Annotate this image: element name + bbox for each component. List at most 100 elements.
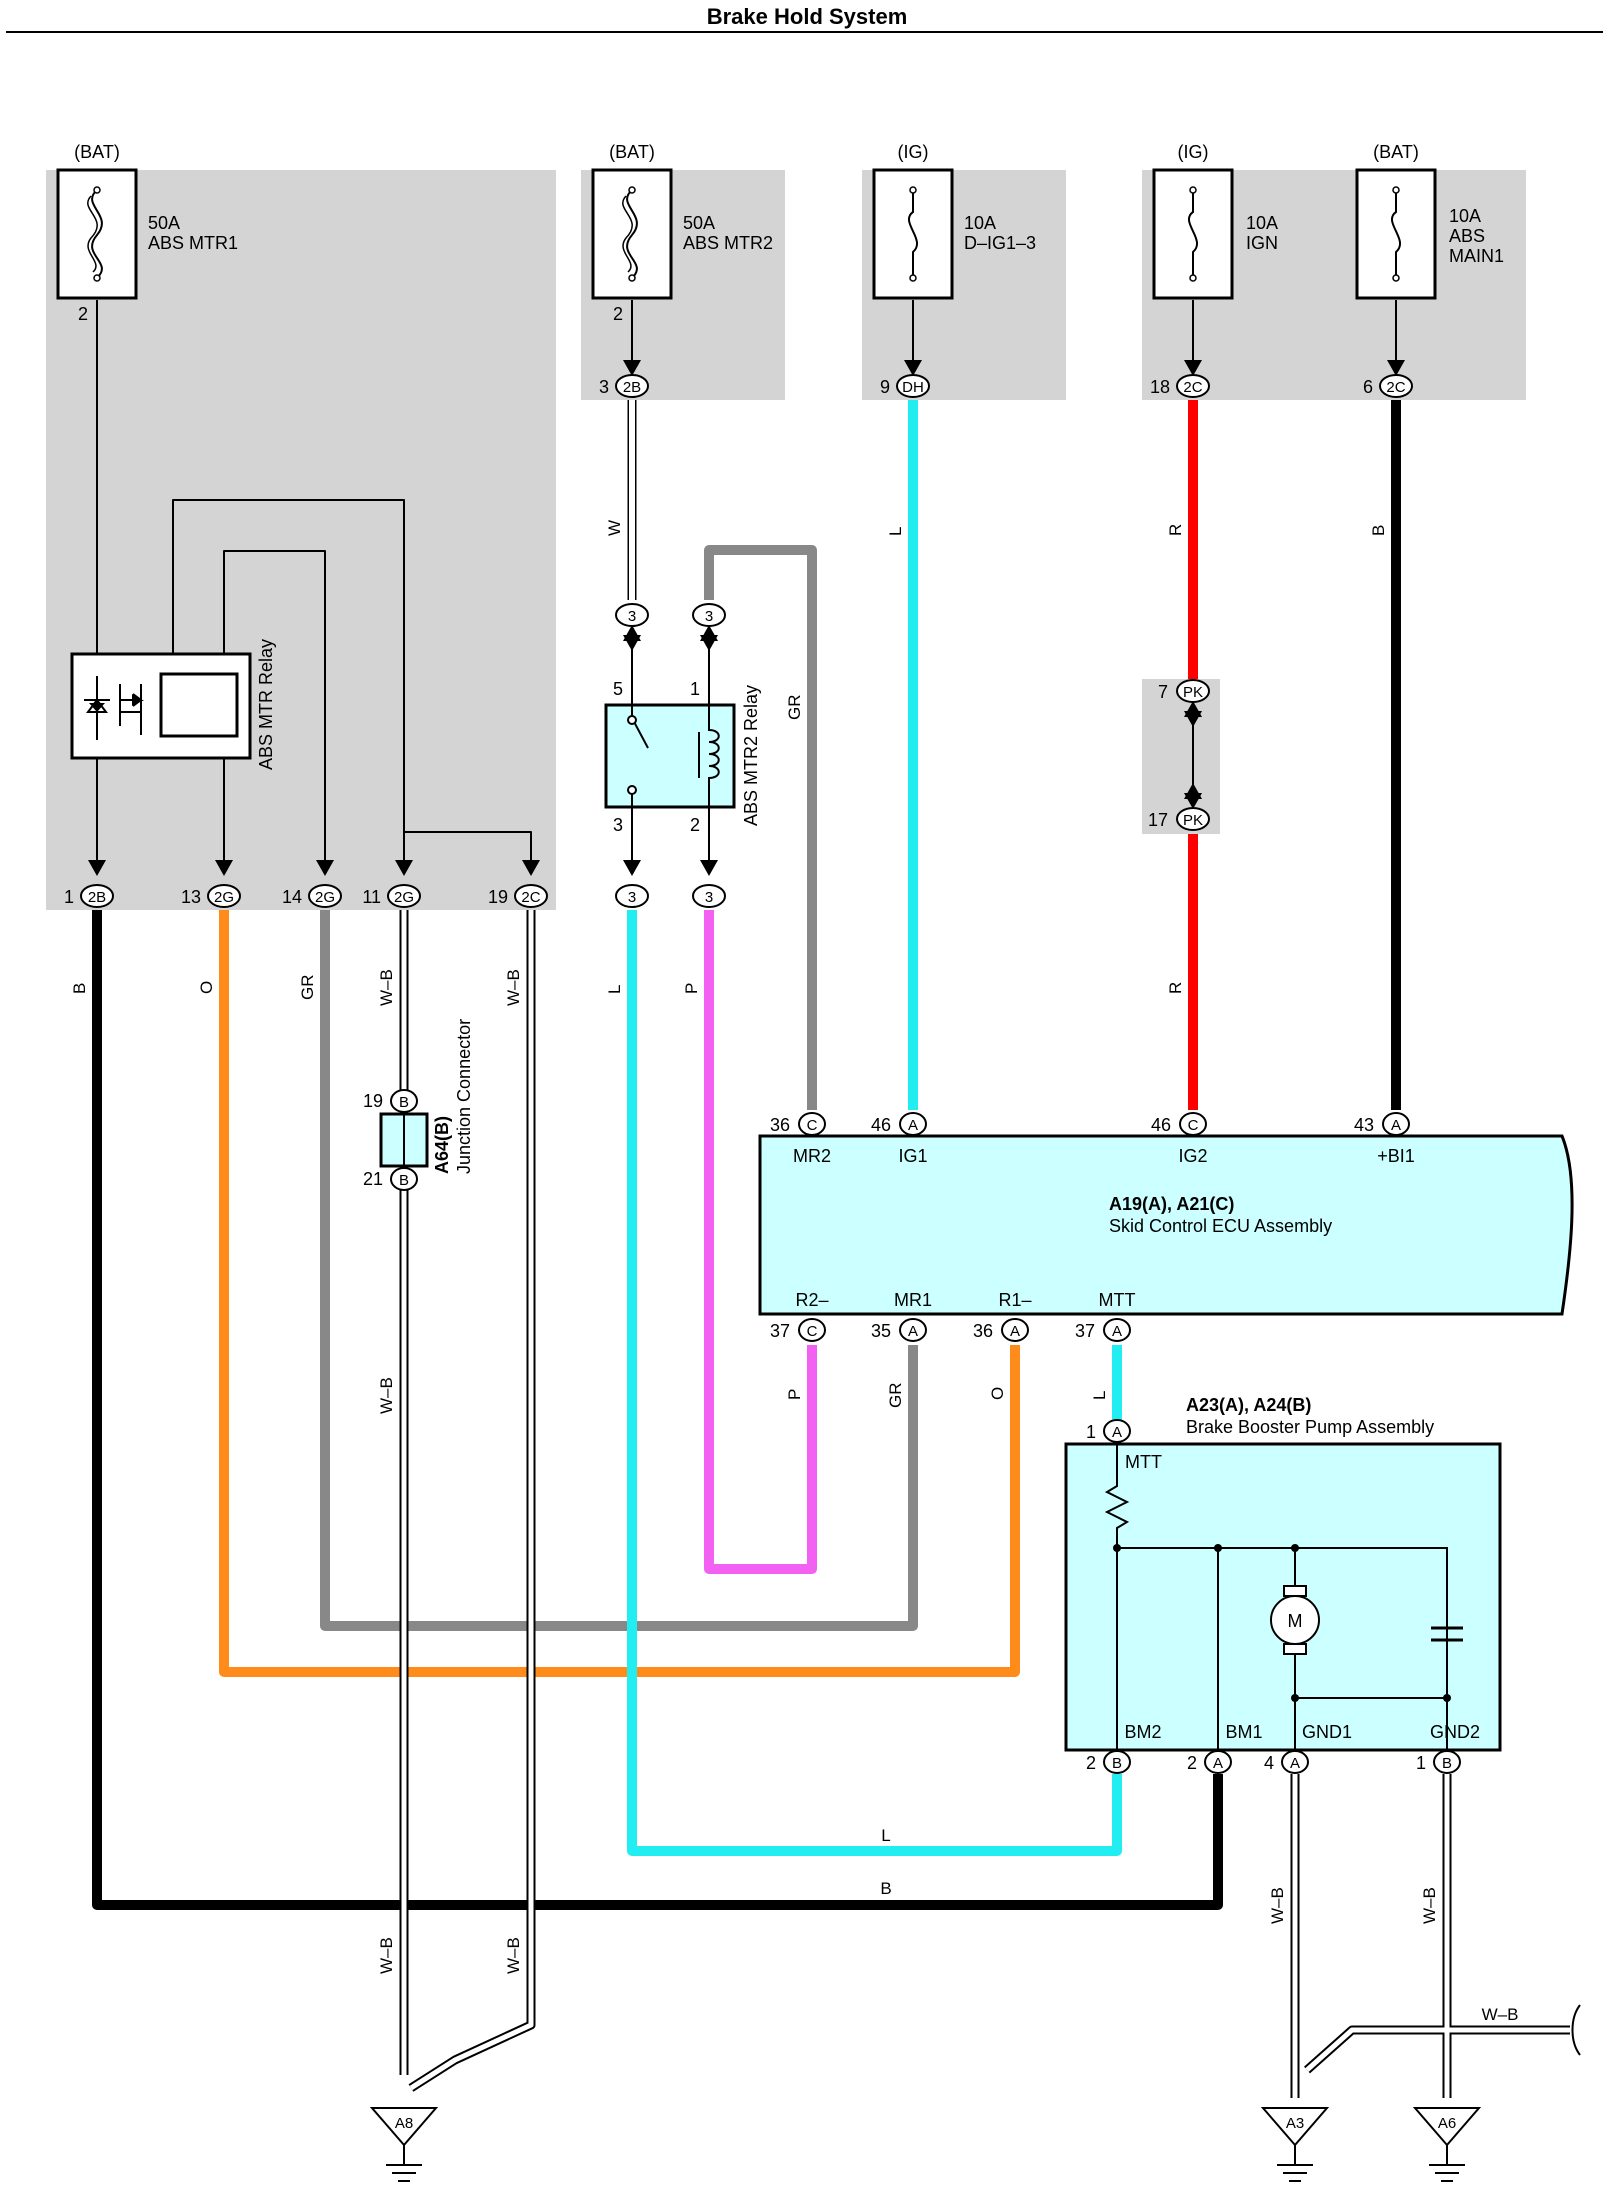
svg-text:A3: A3 — [1286, 2115, 1304, 2132]
svg-text:2G: 2G — [214, 889, 234, 906]
abs-mtr-relay-label: ABS MTR Relay — [256, 639, 276, 770]
connector-relay-top-3b: 3 — [692, 603, 726, 627]
svg-text:2: 2 — [1187, 1753, 1197, 1773]
svg-text:7: 7 — [1158, 682, 1168, 702]
svg-text:1: 1 — [1086, 1422, 1096, 1442]
fuse-link-icon — [1390, 190, 1402, 278]
fuse-d-ig1-3: 10A D–IG1–3 — [872, 168, 1036, 300]
fuse-link-icon — [907, 190, 919, 278]
supply-label: (BAT) — [74, 142, 120, 162]
svg-text:B: B — [1442, 1755, 1452, 1772]
svg-text:19: 19 — [488, 887, 508, 907]
ecu-pin-mtt: A37 — [1075, 1318, 1131, 1342]
connector-3-b: 3 — [692, 884, 726, 908]
page-title: Brake Hold System — [707, 4, 908, 29]
ecu-name: Skid Control ECU Assembly — [1109, 1216, 1332, 1236]
pump-name: Brake Booster Pump Assembly — [1186, 1417, 1434, 1437]
svg-text:3: 3 — [613, 815, 623, 835]
ecu-pin-ig1: A46 — [871, 1112, 927, 1136]
skid-control-ecu: A19(A), A21(C) Skid Control ECU Assembly… — [758, 1134, 1574, 1316]
svg-text:A: A — [1290, 1755, 1300, 1772]
pump-id: A23(A), A24(B) — [1186, 1395, 1311, 1415]
svg-text:2C: 2C — [1386, 379, 1405, 396]
fuse-link-icon — [626, 189, 638, 279]
svg-text:A: A — [908, 1117, 918, 1134]
svg-text:2B: 2B — [88, 889, 106, 906]
supply-label: (BAT) — [609, 142, 655, 162]
svg-text:GR: GR — [886, 1383, 905, 1409]
svg-text:A: A — [1010, 1323, 1020, 1340]
svg-text:R1–: R1– — [998, 1290, 1031, 1310]
svg-text:B: B — [880, 1879, 891, 1898]
svg-text:35: 35 — [871, 1321, 891, 1341]
svg-text:IG1: IG1 — [898, 1146, 927, 1166]
pump-pin-bm2: B2 — [1086, 1750, 1131, 1774]
svg-text:13: 13 — [181, 887, 201, 907]
svg-text:R2–: R2– — [795, 1290, 828, 1310]
svg-text:36: 36 — [973, 1321, 993, 1341]
junction-connector: B 19 B 21 A64(B) Junction Connector — [363, 1019, 474, 1191]
svg-text:9: 9 — [880, 377, 890, 397]
svg-text:L: L — [881, 1826, 890, 1845]
svg-text:A: A — [1391, 1117, 1401, 1134]
svg-text:MTT: MTT — [1125, 1452, 1162, 1472]
ground-points: A8 A3 A6 — [369, 2107, 1482, 2182]
svg-text:19: 19 — [363, 1091, 383, 1111]
svg-text:21: 21 — [363, 1169, 383, 1189]
svg-text:ABS MTR1: ABS MTR1 — [148, 233, 238, 253]
fuse-abs-mtr2: 50A ABS MTR2 2 — [591, 168, 773, 324]
connector-2g-13: 2G 13 — [181, 884, 241, 908]
connector-3-a: 3 — [615, 884, 649, 908]
wire-break-symbol — [1571, 2004, 1581, 2056]
ground-a3-icon: A3 — [1260, 2107, 1330, 2182]
pump-pin-bm1: A2 — [1187, 1750, 1232, 1774]
svg-text:W–B: W–B — [377, 1937, 396, 1974]
svg-text:C: C — [807, 1117, 818, 1134]
svg-text:GR: GR — [298, 975, 317, 1001]
svg-text:18: 18 — [1150, 377, 1170, 397]
svg-text:A: A — [1112, 1323, 1122, 1340]
svg-text:C: C — [807, 1323, 818, 1340]
capacitor-icon — [1431, 1626, 1463, 1642]
svg-text:P: P — [682, 983, 701, 994]
fuse-ign: 10A IGN — [1152, 168, 1278, 300]
abs-mtr2-relay-label: ABS MTR2 Relay — [741, 685, 761, 826]
svg-text:1: 1 — [64, 887, 74, 907]
svg-text:W–B: W–B — [504, 1937, 523, 1974]
pump-pin-mtt: A1 — [1086, 1419, 1131, 1443]
svg-text:2: 2 — [1086, 1753, 1096, 1773]
svg-text:A6: A6 — [1438, 2115, 1456, 2132]
svg-text:2B: 2B — [623, 379, 641, 396]
svg-text:L: L — [605, 985, 624, 994]
svg-text:MR2: MR2 — [793, 1146, 831, 1166]
pump-pin-gnd1: A4 — [1264, 1750, 1309, 1774]
svg-text:L: L — [886, 527, 905, 536]
svg-text:2: 2 — [690, 815, 700, 835]
svg-text:R: R — [1166, 982, 1185, 994]
svg-text:A: A — [908, 1323, 918, 1340]
svg-text:BM2: BM2 — [1124, 1722, 1161, 1742]
connector-2c-6: 2C 6 — [1363, 374, 1413, 398]
svg-text:10A: 10A — [964, 213, 996, 233]
svg-text:PK: PK — [1183, 812, 1203, 829]
connector-pk-7: PK7 — [1158, 679, 1210, 703]
svg-text:GND1: GND1 — [1302, 1722, 1352, 1742]
svg-text:4: 4 — [1264, 1753, 1274, 1773]
ecu-pin-mr1: A 35 — [871, 1318, 927, 1342]
svg-text:DH: DH — [902, 379, 924, 396]
svg-text:BM1: BM1 — [1225, 1722, 1262, 1742]
svg-text:6: 6 — [1363, 377, 1373, 397]
motor-icon: M — [1270, 1585, 1320, 1655]
svg-text:43: 43 — [1354, 1115, 1374, 1135]
connector-dh: DH 9 — [880, 374, 930, 398]
svg-text:W–B: W–B — [1268, 1887, 1287, 1924]
supply-label: (IG) — [898, 142, 929, 162]
svg-text:C: C — [1188, 1117, 1199, 1134]
svg-text:3: 3 — [705, 889, 713, 906]
svg-text:2C: 2C — [1183, 379, 1202, 396]
svg-text:3: 3 — [705, 608, 713, 625]
fuse-abs-main1: 10A ABS MAIN1 — [1355, 168, 1504, 300]
resistor-icon — [1104, 1444, 1448, 1750]
svg-text:B: B — [1112, 1755, 1122, 1772]
